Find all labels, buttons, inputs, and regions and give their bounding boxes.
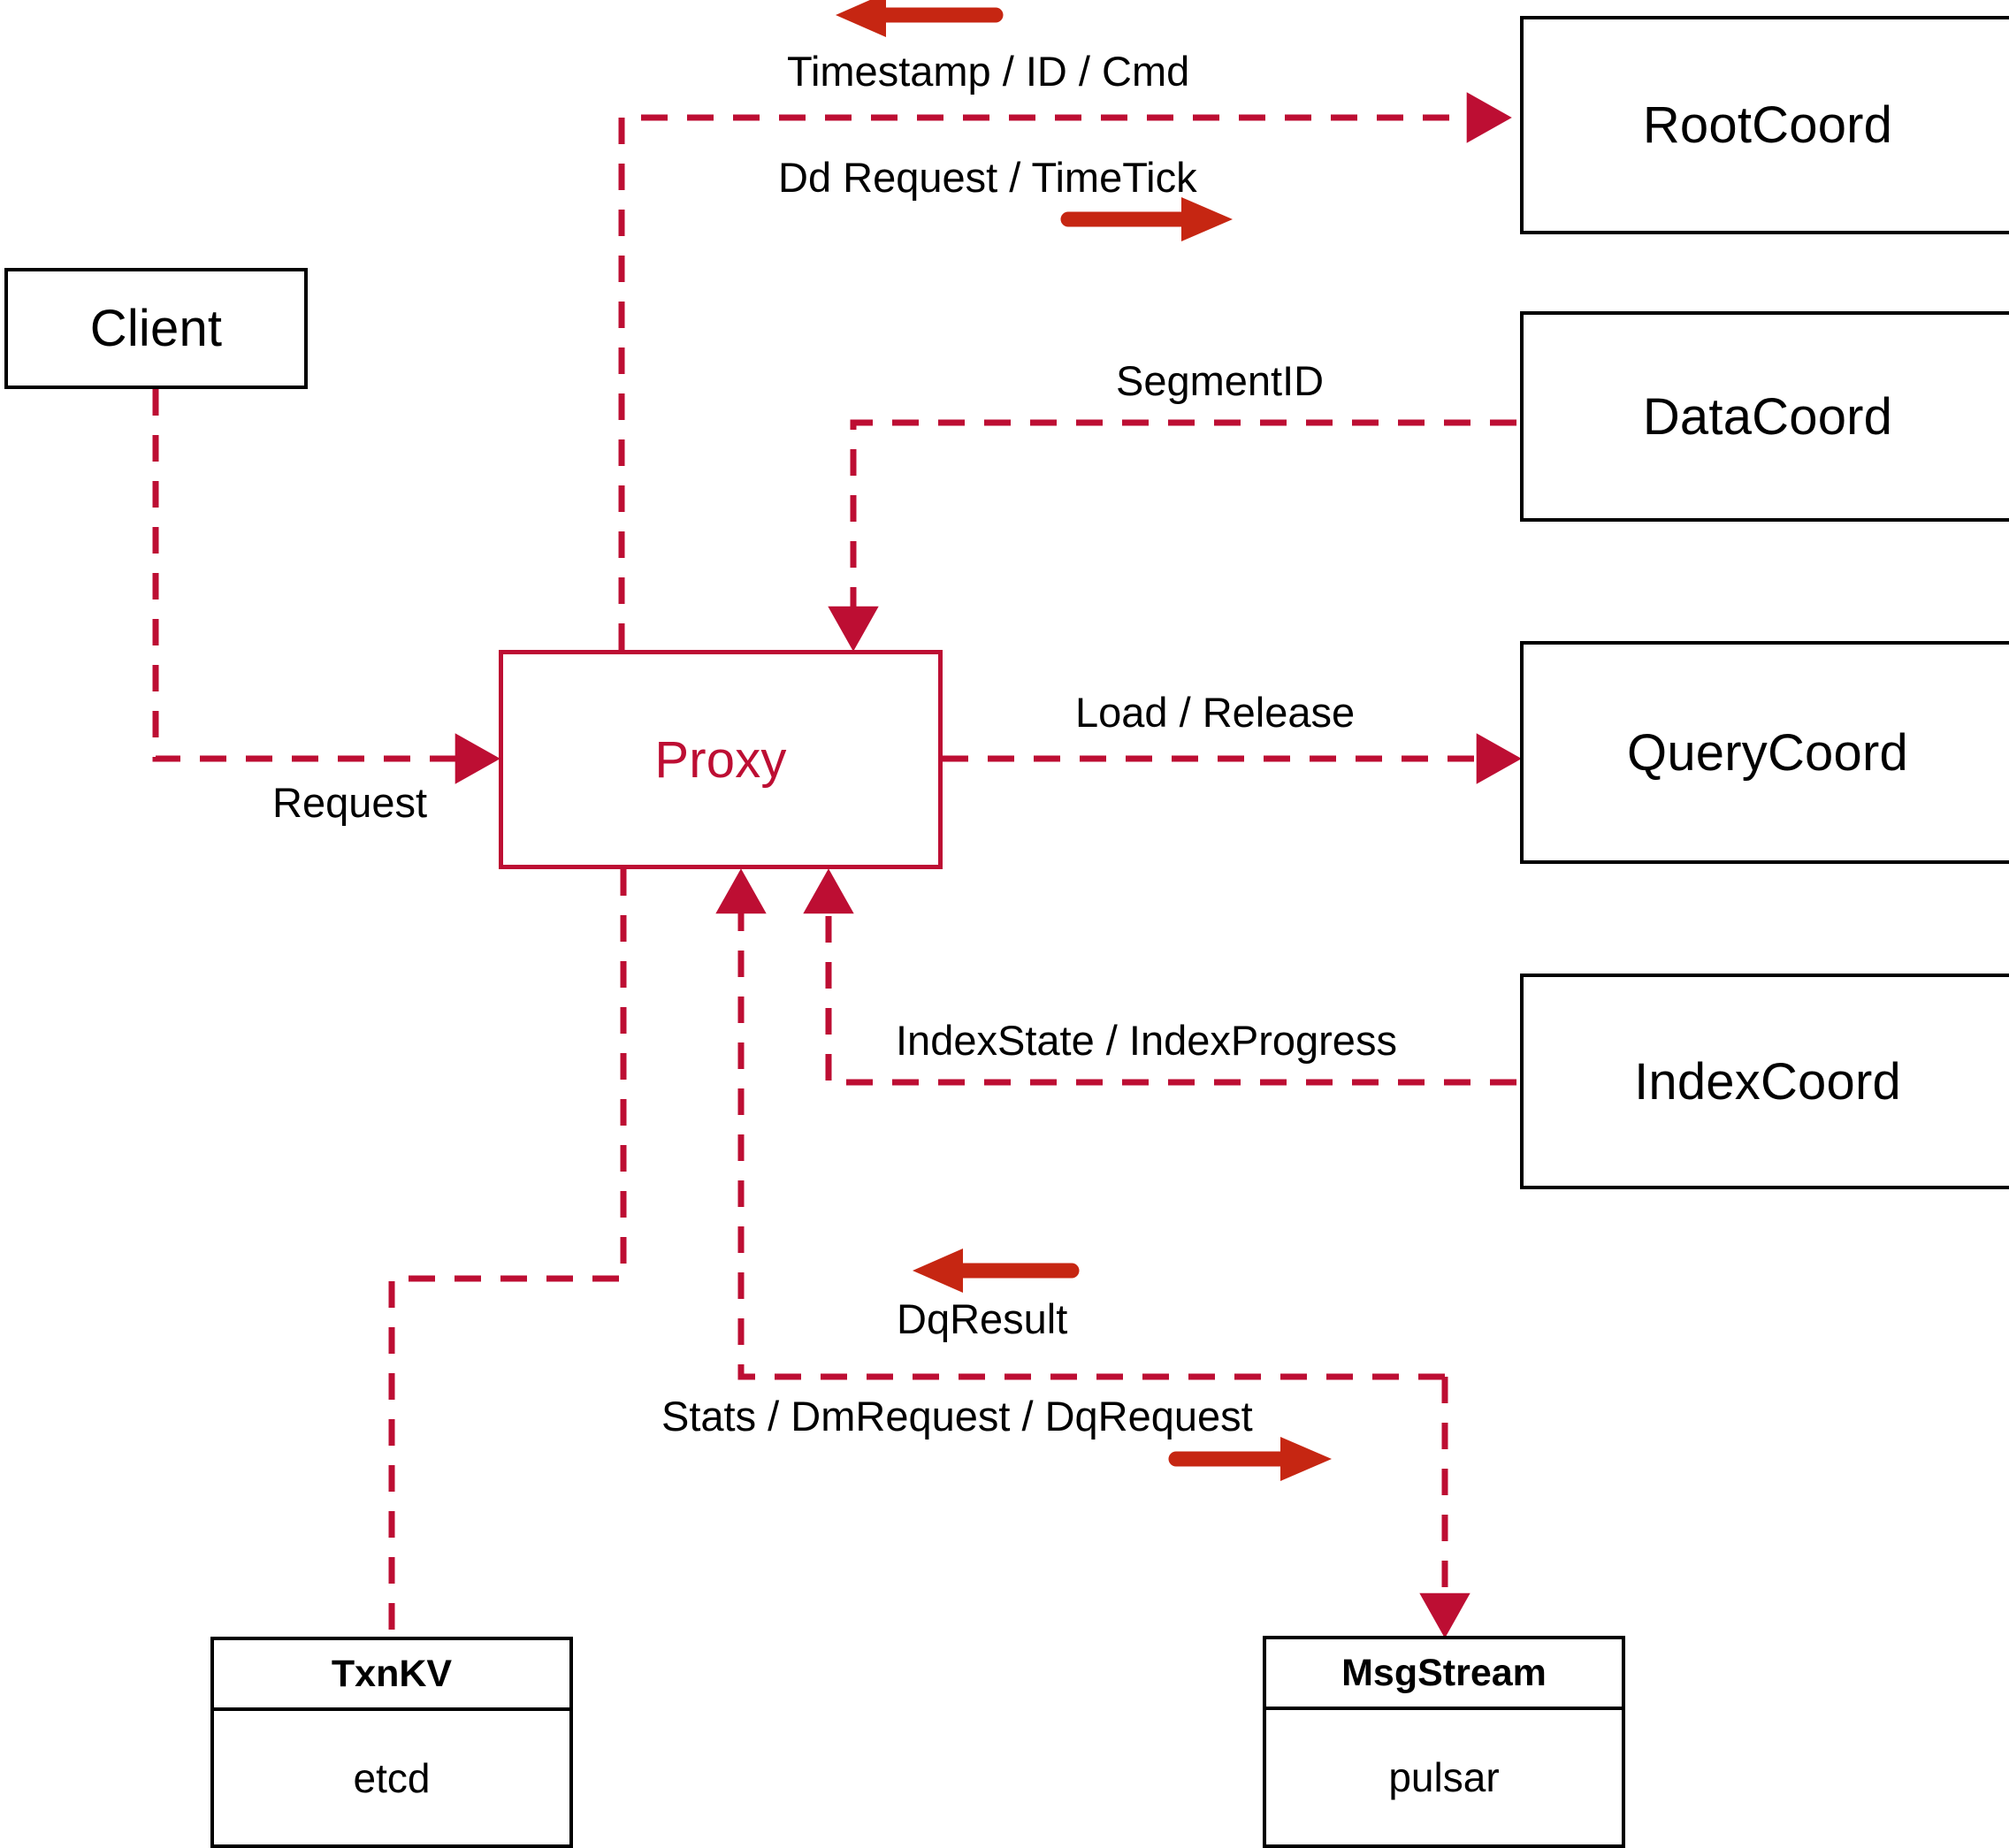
node-proxy[interactable]: Proxy [499,650,943,869]
edge-label-request: Request [272,779,428,826]
node-client[interactable]: Client [4,268,308,389]
edge-label-dq-result: DqResult [897,1295,1068,1342]
timestamp-id-cmd-direction-arrow-icon [836,0,1004,37]
edge-label-stats-dm-dq-request: Stats / DmRequest / DqRequest [661,1393,1253,1439]
store-msgstream-body: pulsar [1388,1754,1500,1800]
node-client-label: Client [89,300,223,357]
edge-label-load-release: Load / Release [1075,689,1356,736]
store-msgstream[interactable]: MsgStream pulsar [1263,1636,1625,1848]
edge-client-to-proxy [152,389,500,784]
node-indexcoord-label: IndexCoord [1634,1052,1901,1111]
edge-datacoord-to-proxy [828,419,1516,652]
node-indexcoord[interactable]: IndexCoord [1520,974,2009,1189]
edge-label-dd-request-timetick: Dd Request / TimeTick [778,154,1197,201]
node-datacoord[interactable]: DataCoord [1520,311,2009,522]
dd-request-timetick-direction-arrow-icon [1060,197,1233,241]
edge-label-timestamp-id-cmd: Timestamp / ID / Cmd [787,48,1190,95]
edge-proxy-to-rootcoord [618,92,1512,650]
store-txnkv[interactable]: TxnKV etcd [210,1637,573,1848]
edge-msgstream-to-proxy [715,868,1445,1380]
store-msgstream-header: MsgStream [1266,1639,1622,1710]
node-rootcoord-label: RootCoord [1642,96,1893,154]
node-datacoord-label: DataCoord [1642,387,1893,446]
stats-dm-dq-request-direction-arrow-icon [1168,1437,1332,1481]
node-proxy-label: Proxy [654,730,787,789]
store-txnkv-body: etcd [353,1754,431,1801]
node-rootcoord[interactable]: RootCoord [1520,16,2009,234]
store-txnkv-header: TxnKV [214,1640,569,1711]
edge-proxy-to-txnkv [388,869,627,1637]
node-querycoord[interactable]: QueryCoord [1520,641,2009,864]
dq-result-direction-arrow-icon [913,1249,1080,1293]
node-querycoord-label: QueryCoord [1627,723,1908,782]
edge-label-index-state-progress: IndexState / IndexProgress [896,1017,1397,1064]
edge-label-segment-id: SegmentID [1116,357,1325,404]
